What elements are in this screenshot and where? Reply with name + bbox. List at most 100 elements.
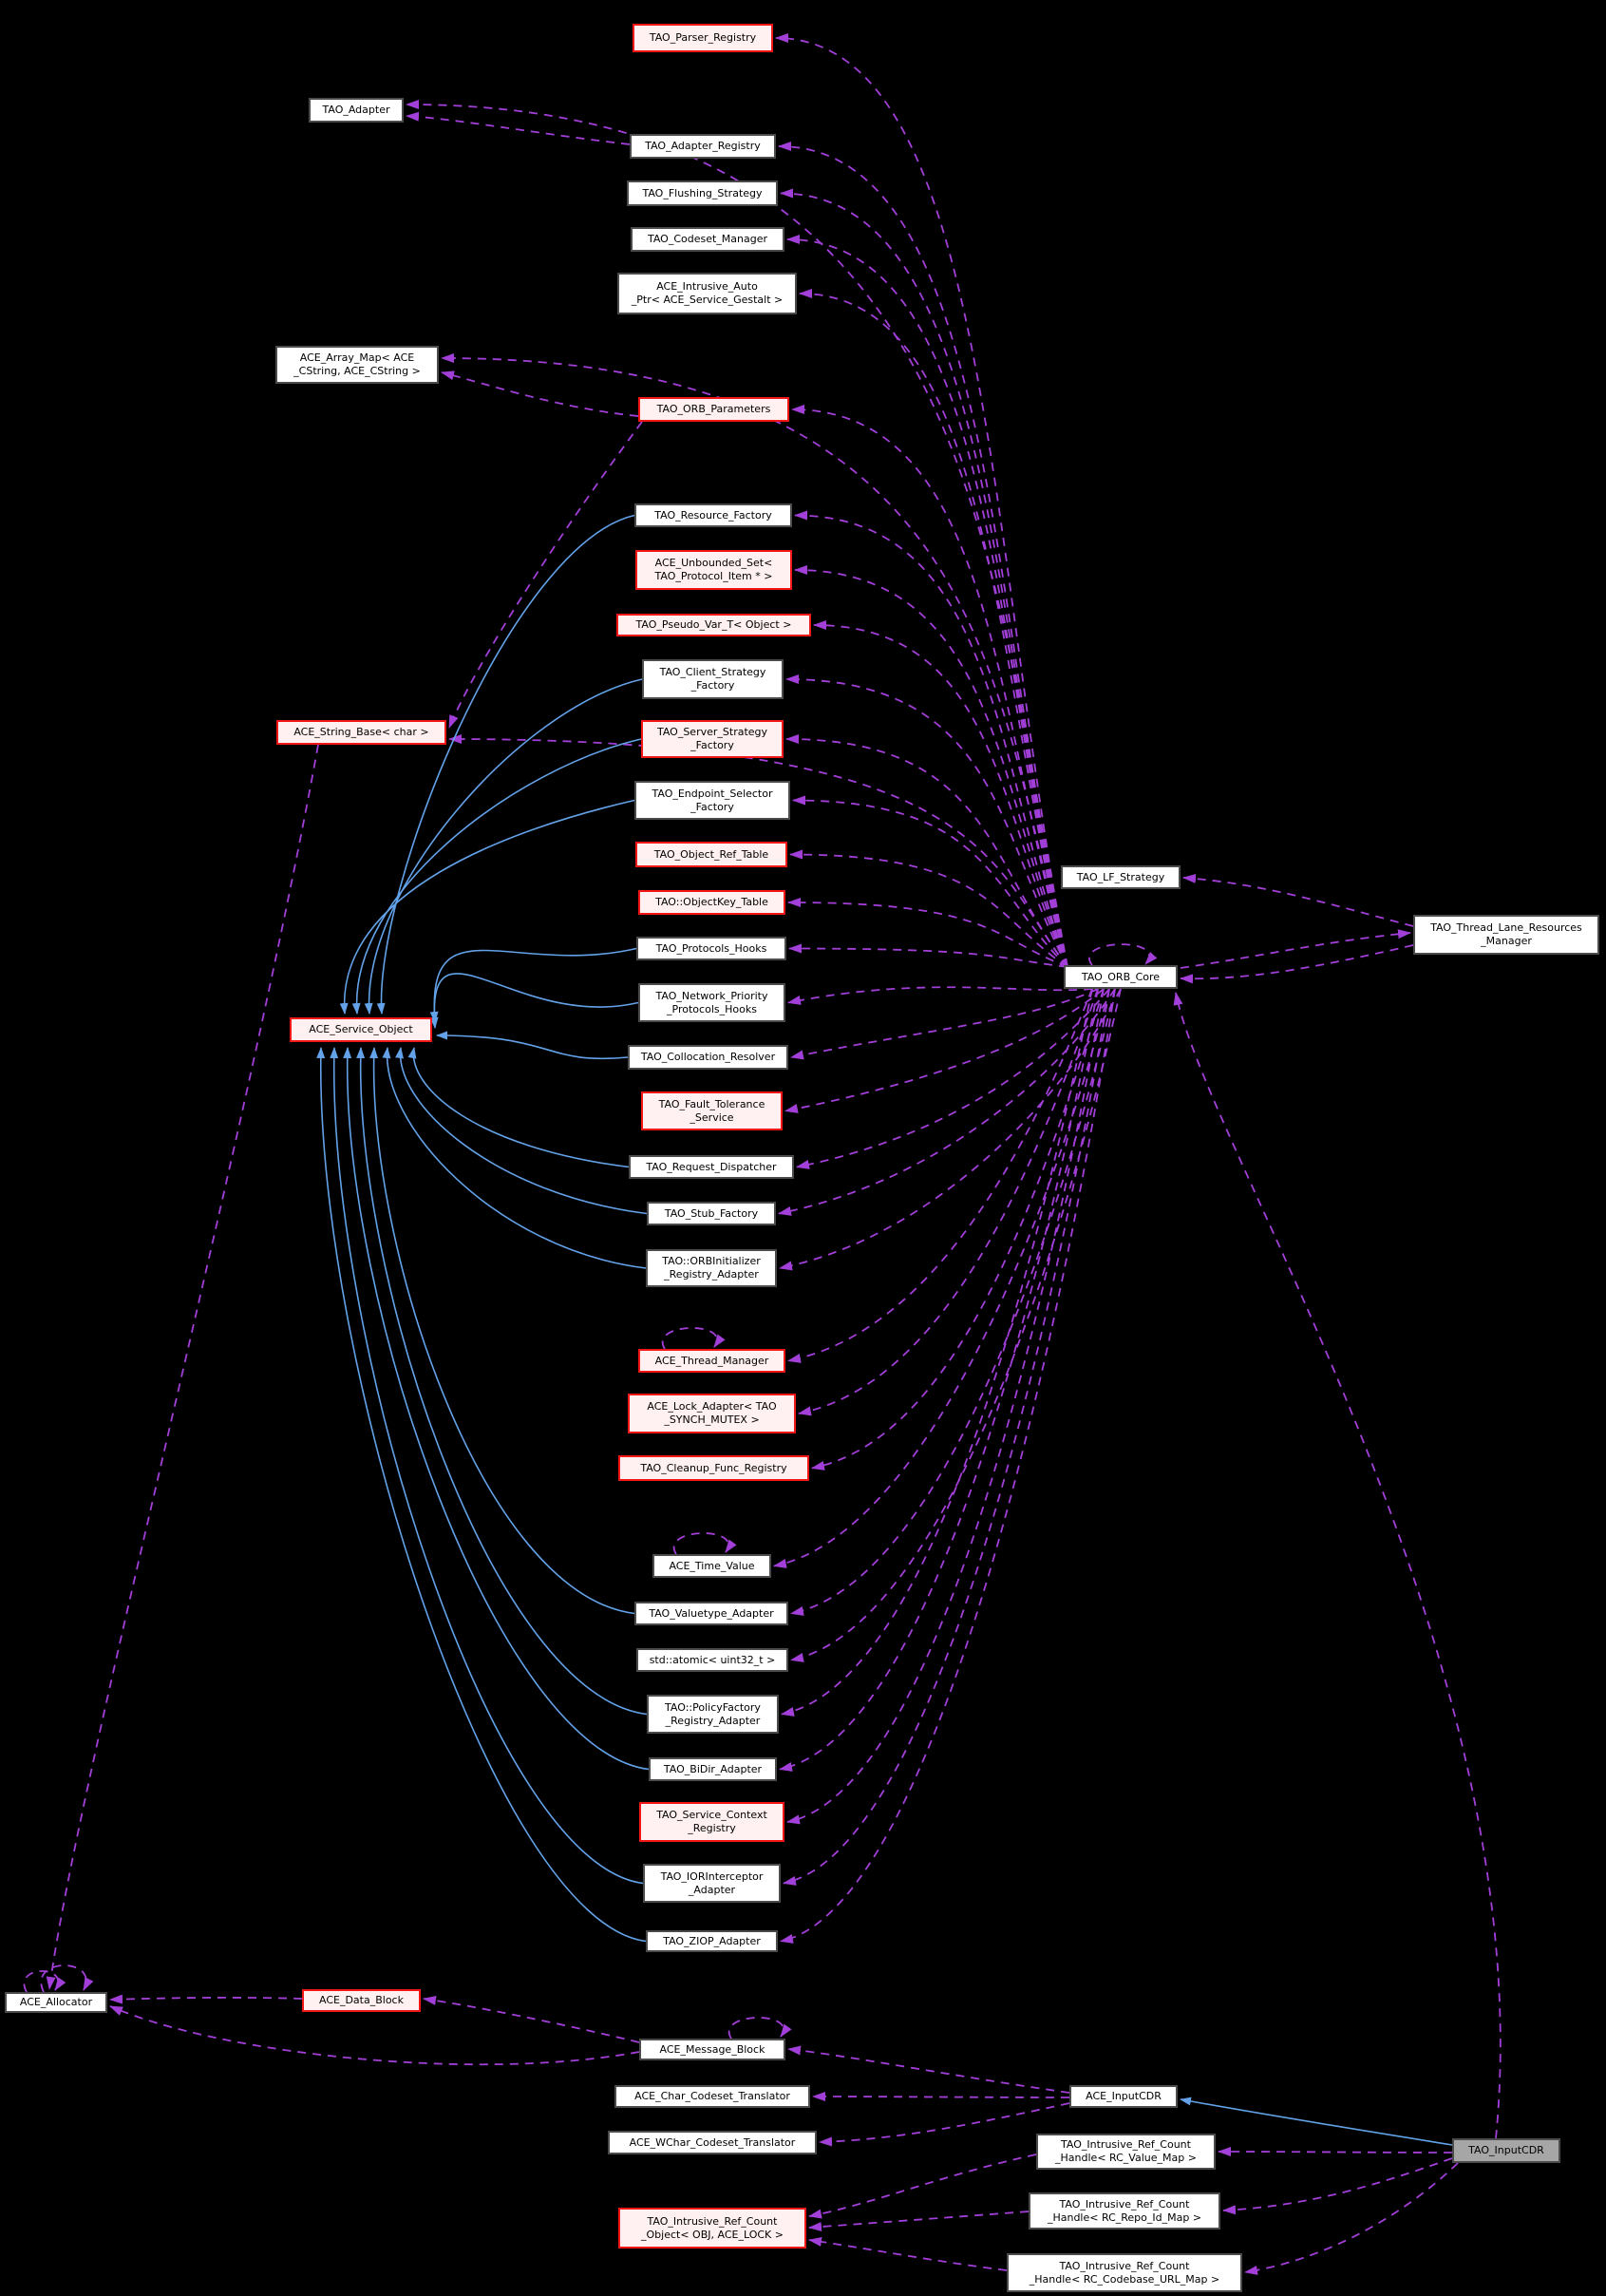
node-codeset_manager[interactable]: TAO_Codeset_Manager [631, 227, 784, 252]
edge-orb_core-endpoint_selector [792, 795, 1068, 968]
node-label: TAO_BiDir_Adapter [663, 1762, 763, 1775]
edge-orb_core-policyfactory [781, 988, 1093, 1717]
node-fault_tolerance[interactable]: TAO_Fault_Tolerance_Service [641, 1091, 783, 1130]
node-stub_factory[interactable]: TAO_Stub_Factory [647, 1202, 776, 1225]
node-label: TAO_Parser_Registry [649, 31, 757, 44]
node-label: TAO_InputCDR [1468, 2144, 1544, 2156]
edge-orb_core-orb_core [1088, 943, 1158, 966]
node-label: TAO_Protocol_Item * > [654, 570, 773, 582]
node-service_object[interactable]: ACE_Service_Object [290, 1017, 432, 1042]
node-handle_codebase[interactable]: TAO_Intrusive_Ref_Count_Handle< RC_Codeb… [1007, 2253, 1242, 2292]
edge-orb_parameters-array_map [441, 370, 639, 417]
node-label: _Manager [1481, 935, 1532, 947]
node-label: TAO_LF_Strategy [1076, 870, 1165, 883]
edge-resource_factory-service_object [376, 514, 635, 1015]
edge-handle_codebase-ref_count_object [808, 2236, 1008, 2271]
node-data_block[interactable]: ACE_Data_Block [302, 1989, 421, 2012]
node-char_translator[interactable]: ACE_Char_Codeset_Translator [614, 2085, 810, 2108]
node-handle_value_map[interactable]: TAO_Intrusive_Ref_Count_Handle< RC_Value… [1036, 2134, 1216, 2170]
node-label: TAO_Intrusive_Ref_Count [647, 2214, 778, 2228]
node-wchar_translator[interactable]: ACE_WChar_Codeset_Translator [608, 2131, 817, 2154]
node-label: ACE_Allocator [19, 1996, 93, 2008]
edge-ace_inputcdr-message_block [787, 2045, 1070, 2094]
node-label: TAO_ORB_Core [1081, 970, 1161, 983]
edge-orb_core-intrusive_auto_ptr [799, 289, 1068, 968]
node-orb_parameters[interactable]: TAO_ORB_Parameters [638, 397, 789, 422]
node-cleanup_registry[interactable]: TAO_Cleanup_Func_Registry [618, 1455, 809, 1481]
edge-request_dispatcher-service_object [407, 1047, 630, 1168]
node-label: ACE_String_Base< char > [293, 726, 429, 738]
node-thread_manager[interactable]: ACE_Thread_Manager [638, 1349, 785, 1373]
node-parser_registry[interactable]: TAO_Parser_Registry [633, 24, 773, 52]
node-ace_inputcdr[interactable]: ACE_InputCDR [1069, 2085, 1178, 2108]
node-objectkey_table[interactable]: TAO::ObjectKey_Table [638, 890, 785, 915]
edge-string_base-allocator [46, 744, 319, 1990]
node-label: TAO_Collocation_Resolver [640, 1051, 776, 1063]
node-flushing_strategy[interactable]: TAO_Flushing_Strategy [627, 180, 778, 206]
node-label: std::atomic< uint32_t > [649, 1653, 776, 1666]
node-label: TAO_Network_Priority [655, 989, 768, 1002]
node-label: _SYNCH_MUTEX > [664, 1414, 760, 1426]
node-allocator[interactable]: ACE_Allocator [5, 1992, 107, 2013]
node-string_base[interactable]: ACE_String_Base< char > [276, 720, 446, 745]
node-intrusive_auto_ptr[interactable]: ACE_Intrusive_Auto_Ptr< ACE_Service_Gest… [617, 273, 797, 314]
node-valuetype_adapter[interactable]: TAO_Valuetype_Adapter [634, 1602, 788, 1625]
node-bidir_adapter[interactable]: TAO_BiDir_Adapter [649, 1757, 777, 1781]
node-label: ACE_Thread_Manager [654, 1354, 769, 1367]
node-adapter_registry[interactable]: TAO_Adapter_Registry [630, 134, 776, 159]
node-label: _Factory [690, 679, 735, 692]
node-client_strategy[interactable]: TAO_Client_Strategy_Factory [642, 659, 784, 699]
node-label: ACE_Unbounded_Set< [654, 557, 773, 569]
edge-orb_core-collocation_resolver [790, 988, 1099, 1060]
edge-tao_inputcdr-handle_codebase [1244, 2162, 1459, 2275]
node-label: TAO_Valuetype_Adapter [649, 1606, 774, 1620]
node-array_map[interactable]: ACE_Array_Map< ACE_CString, ACE_CString … [275, 346, 439, 384]
node-tao_inputcdr[interactable]: TAO_InputCDR [1452, 2138, 1560, 2163]
edge-ziop_adapter-service_object [316, 1047, 647, 1943]
node-message_block[interactable]: ACE_Message_Block [639, 2039, 785, 2060]
node-thread_lane[interactable]: TAO_Thread_Lane_Resources_Manager [1413, 915, 1599, 955]
node-endpoint_selector[interactable]: TAO_Endpoint_Selector_Factory [634, 781, 790, 820]
node-lock_adapter[interactable]: ACE_Lock_Adapter< TAO_SYNCH_MUTEX > [628, 1394, 796, 1433]
node-protocols_hooks[interactable]: TAO_Protocols_Hooks [636, 937, 786, 960]
edge-message_block-allocator [109, 2005, 640, 2066]
node-tao_adapter[interactable]: TAO_Adapter [309, 98, 404, 123]
node-policyfactory[interactable]: TAO::PolicyFactory_Registry_Adapter [647, 1695, 779, 1734]
node-unbounded_set[interactable]: ACE_Unbounded_Set<TAO_Protocol_Item * > [635, 550, 792, 590]
node-label: TAO_Protocols_Hooks [655, 941, 767, 955]
node-ref_count_object[interactable]: TAO_Intrusive_Ref_Count_Object< OBJ, ACE… [618, 2208, 806, 2249]
node-pseudo_var[interactable]: TAO_Pseudo_Var_T< Object > [616, 614, 811, 636]
node-handle_repo_id[interactable]: TAO_Intrusive_Ref_Count_Handle< RC_Repo_… [1029, 2192, 1220, 2230]
node-ziop_adapter[interactable]: TAO_ZIOP_Adapter [646, 1930, 778, 1952]
edge-endpoint_selector-service_object [339, 799, 635, 1015]
node-orbinitializer[interactable]: TAO::ORBInitializer_Registry_Adapter [646, 1249, 777, 1287]
edge-adapter_registry-tao_adapter [406, 111, 631, 145]
node-time_value[interactable]: ACE_Time_Value [652, 1554, 771, 1578]
node-iorinterceptor[interactable]: TAO_IORInterceptor_Adapter [643, 1864, 781, 1903]
node-service_context[interactable]: TAO_Service_Context_Registry [639, 1802, 784, 1842]
node-label: TAO_Intrusive_Ref_Count [1059, 2197, 1190, 2211]
node-request_dispatcher[interactable]: TAO_Request_Dispatcher [629, 1155, 794, 1179]
edge-protocols_hooks-service_object [429, 947, 637, 1023]
edge-orb_parameters-string_base [448, 421, 643, 729]
edge-tao_inputcdr-handle_repo_id [1222, 2157, 1453, 2215]
node-orb_core[interactable]: TAO_ORB_Core [1064, 965, 1178, 989]
edge-orb_core-stub_factory [778, 988, 1116, 1216]
node-label: TAO_Resource_Factory [654, 508, 772, 522]
edge-orb_core-fault_tolerance [784, 988, 1105, 1113]
node-server_strategy[interactable]: TAO_Server_Strategy_Factory [641, 720, 784, 758]
node-atomic_uint32[interactable]: std::atomic< uint32_t > [636, 1648, 788, 1672]
edge-collocation_resolver-service_object [436, 1031, 629, 1060]
node-resource_factory[interactable]: TAO_Resource_Factory [634, 503, 792, 527]
edge-orb_core-unbounded_set [794, 565, 1068, 968]
node-object_ref_table[interactable]: TAO_Object_Ref_Table [635, 842, 787, 867]
node-label: _Service [690, 1110, 734, 1124]
node-collocation_resolver[interactable]: TAO_Collocation_Resolver [628, 1045, 788, 1070]
edge-orb_core-orb_parameters [791, 405, 1068, 968]
node-label: _Registry [688, 1822, 736, 1834]
node-label: _Handle< RC_Codebase_URL_Map > [1029, 2272, 1220, 2286]
node-network_priority[interactable]: TAO_Network_Priority_Protocols_Hooks [638, 983, 785, 1022]
edge-thread_lane-orb_core [1180, 944, 1414, 984]
node-lf_strategy[interactable]: TAO_LF_Strategy [1061, 865, 1181, 889]
